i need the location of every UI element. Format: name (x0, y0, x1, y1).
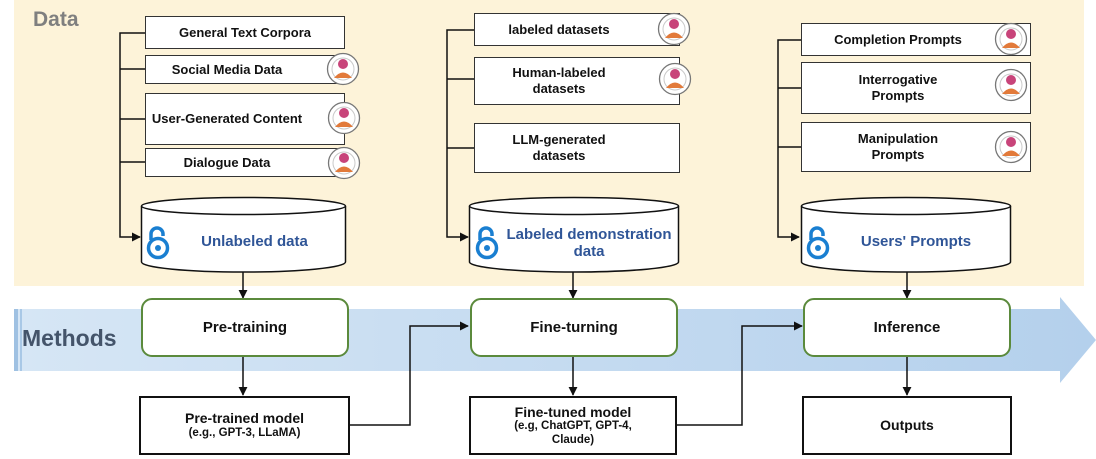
data-section-label: Data (33, 8, 79, 31)
output-box-pre-trained-model: Pre-trained model (e.g., GPT-3, LLaMA) (139, 396, 350, 455)
user-avatar-icon (658, 62, 692, 96)
source-label: Manipulation Prompts (857, 131, 939, 162)
methods-section-label: Methods (22, 325, 117, 351)
database-cylinder-prompts (800, 196, 1012, 273)
source-bracket-line (446, 29, 474, 242)
output-box-outputs: Outputs (802, 396, 1012, 455)
database-cylinder-labeled (468, 196, 680, 273)
source-label: Human-labeled datasets (512, 65, 606, 96)
source-box-llm-generated-datasets: LLM-generated datasets (474, 123, 680, 173)
source-box-human-labeled-datasets: Human-labeled datasets (474, 57, 680, 105)
method-box-inference: Inference (803, 298, 1011, 357)
source-label: General Text Corpora (179, 24, 311, 40)
method-label: Pre-training (202, 319, 288, 336)
output-title: Pre-trained model (184, 410, 305, 427)
source-box-general-text-corpora: General Text Corpora (145, 16, 345, 49)
source-bracket-line (777, 39, 801, 242)
source-label: labeled datasets (508, 21, 610, 37)
output-to-next-method-arrow (350, 321, 469, 426)
output-subtitle: (e.g, ChatGPT, GPT-4, Claude) (514, 420, 632, 446)
source-label: Interrogative Prompts (858, 72, 938, 103)
output-subtitle: (e.g., GPT-3, LLaMA) (188, 426, 301, 439)
user-avatar-icon (657, 12, 691, 46)
user-avatar-icon (994, 22, 1028, 56)
database-label-unlabeled: Unlabeled data (201, 233, 308, 251)
methods-arrow-stripe (20, 309, 22, 371)
output-to-next-method-arrow (677, 321, 803, 426)
method-label: Fine-turning (530, 319, 618, 336)
source-label: Completion Prompts (834, 31, 962, 47)
user-avatar-icon (994, 130, 1028, 164)
user-avatar-icon (994, 68, 1028, 102)
source-box-user-generated-content: User-Generated Content (145, 93, 345, 145)
output-box-fine-tuned-model: Fine-tuned model (e.g, ChatGPT, GPT-4, C… (469, 396, 677, 455)
source-label: User-Generated Content (151, 111, 303, 127)
output-title: Outputs (880, 417, 934, 434)
database-label-labeled: Labeled demonstration data (506, 225, 672, 260)
source-box-completion-prompts: Completion Prompts (801, 23, 1031, 56)
methods-arrow-stripe (14, 309, 18, 371)
source-label: Dialogue Data (183, 154, 271, 170)
open-access-lock-icon (475, 226, 499, 260)
source-label: LLM-generated datasets (512, 132, 606, 163)
source-box-labeled-datasets: labeled datasets (474, 13, 680, 46)
source-box-interrogative-prompts: Interrogative Prompts (801, 62, 1031, 114)
database-label-prompts: Users' Prompts (860, 233, 972, 251)
method-box-fine-turning: Fine-turning (470, 298, 678, 357)
database-cylinder-unlabeled (140, 196, 347, 273)
source-box-manipulation-prompts: Manipulation Prompts (801, 122, 1031, 172)
source-label: Social Media Data (171, 61, 283, 77)
method-label: Inference (873, 319, 941, 336)
user-avatar-icon (327, 101, 361, 135)
user-avatar-icon (326, 52, 360, 86)
open-access-lock-icon (146, 226, 170, 260)
source-box-social-media-data: Social Media Data (145, 55, 345, 84)
user-avatar-icon (327, 146, 361, 180)
method-box-pre-training: Pre-training (141, 298, 349, 357)
output-title: Fine-tuned model (514, 403, 632, 420)
source-box-dialogue-data: Dialogue Data (145, 148, 345, 177)
source-bracket-line (119, 32, 145, 242)
open-access-lock-icon (806, 226, 830, 260)
